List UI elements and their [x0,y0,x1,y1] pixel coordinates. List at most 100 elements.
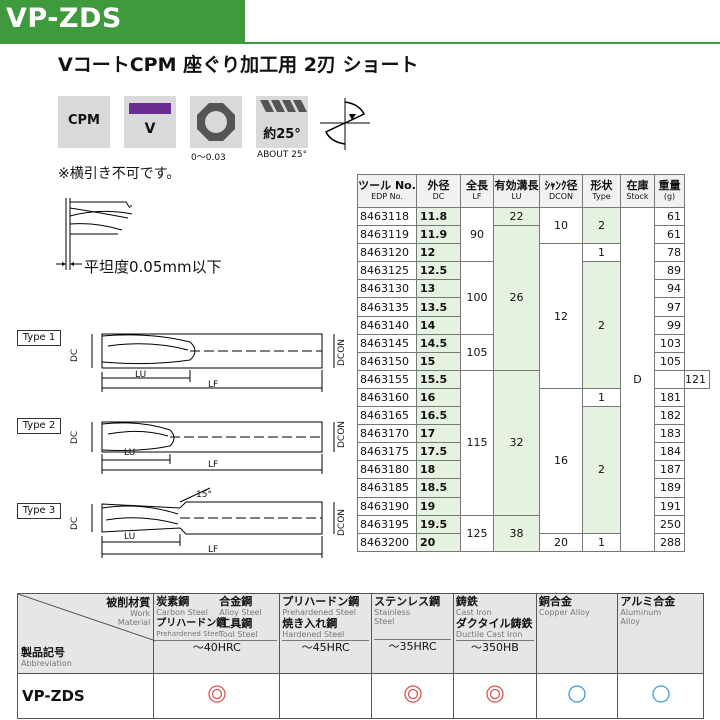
flatness-detail-drawing [56,198,133,270]
double-circle-icon [403,685,422,703]
material-name: プリハードン鋼 [156,618,227,629]
cpm-icon: CPM [58,96,110,148]
type-cell: 1 [582,387,621,408]
corner-caption: 0～0.03 [191,153,226,163]
material-name-en: Alloy [620,617,640,626]
type3-dc-label: DC [70,516,80,530]
type-cell-empty [654,369,685,389]
angle-caption: ABOUT 25° [257,150,308,160]
product-code-label: 製品記号 [21,646,65,659]
type-drawings [91,333,335,558]
material-header-row: 被削材質 Work Material 製品記号 Abbreviation 炭素鋼… [16,593,704,674]
material-name: ステンレス鋼 [374,595,441,608]
edp-cell: 8463190 [357,496,417,516]
weight-cell: 105 [654,351,685,371]
type-cell: 2 [582,406,621,534]
weight-cell: 187 [654,460,685,480]
type-cell: 1 [582,243,621,263]
product-row: VP-ZDS [16,673,704,719]
rating-copper [535,673,619,719]
type1-dcon-label: DCON [337,338,347,366]
product-code-title: VP-ZDS [6,3,122,34]
edp-cell: 8463165 [357,406,417,426]
weight-cell: 121 [684,369,710,389]
rating-aluminum [617,673,704,719]
type1-lf-label: LF [208,380,219,390]
material-stainless: ステンレス鋼 Stainless Steel ～35HRC [371,593,454,674]
dcon-cell: 20 [539,532,583,552]
dc-cell: 13 [416,279,461,299]
header-weight: 重量(g) [654,174,685,208]
table-row: 8463160 16 16 1 181 [357,387,710,534]
material-name-en: Aluminum [620,608,662,617]
dc-cell: 17 [416,424,461,444]
material-name-en: Steel [374,617,395,626]
edp-cell: 8463160 [357,387,417,408]
weight-cell: 182 [654,406,685,426]
stock-cell: D [620,207,655,552]
edp-cell: 8463125 [357,261,417,281]
material-name: ダクタイル鋳鉄 [455,617,533,630]
table-row: 8463175 17.5 184 [357,442,710,462]
material-name: アルミ合金 [620,595,676,608]
edp-cell: 8463180 [357,460,417,480]
edp-cell: 8463195 [357,514,417,534]
material-copper: 銅合金 Copper Alloy [535,593,619,674]
hardness-range: ～35HRC [374,639,451,653]
table-row: 8463170 17 183 [357,424,710,444]
edp-cell: 8463150 [357,351,417,371]
dc-cell: 20 [416,532,461,552]
rating-prehardened [279,673,373,719]
material-name: 鋳鉄 [455,595,478,608]
material-name: 合金鋼 [219,595,253,608]
weight-cell: 184 [654,442,685,462]
dc-cell: 11.9 [416,225,461,245]
table-row: 8463180 18 187 [357,460,710,480]
weight-cell: 61 [654,225,685,245]
table-row: 8463118 11.8 90 22 10 2 D 61 [357,206,710,552]
edp-cell: 8463120 [357,243,417,263]
hardness-range: ～40HRC [156,640,278,654]
weight-cell: 97 [654,297,685,317]
edp-cell: 8463145 [357,333,417,353]
type2-lu-label: LU [124,448,136,458]
material-name-en: Alloy Steel [219,608,262,617]
v-coat-label: V [144,121,156,137]
type3-lf-label: LF [208,545,219,555]
dc-cell: 16.5 [416,406,461,426]
material-name: 焼き入れ鋼 [282,617,338,630]
edp-cell: 8463170 [357,424,417,444]
dcon-cell: 12 [539,243,583,389]
material-name-en: Stainless [374,608,410,617]
weight-cell: 99 [654,315,685,335]
work-material-en-2: Material [117,618,151,627]
dc-cell: 12 [416,243,461,263]
hardness-range: ～45HRC [282,640,370,654]
type1-dc-label: DC [70,348,80,362]
double-circle-icon [208,685,226,703]
header-underline [0,42,720,44]
table-row: 8463120 12 12 1 78 [357,243,710,389]
material-name-en: Prehardened Steel [282,608,357,617]
dc-cell: 19.5 [416,514,461,534]
weight-cell: 103 [654,333,685,353]
circle-icon [568,685,586,703]
weight-cell: 189 [654,478,685,498]
corner-cell: 被削材質 Work Material 製品記号 Abbreviation [16,593,156,674]
type2-lf-label: LF [208,460,219,470]
edp-cell: 8463118 [357,206,417,227]
type2-dcon-label: DCON [337,420,347,448]
lf-cell: 105 [460,333,494,371]
material-prehardened: プリハードン鋼 Prehardened Steel 焼き入れ鋼 Hardened… [279,593,373,674]
material-name-en: Prehardened Steel [156,630,221,638]
table-row: 8463200 20 20 1 288 [357,532,710,552]
rating-stainless [371,673,454,719]
table-row: 8463155 15.5 115 32 121 [357,369,710,516]
lf-cell: 90 [460,206,494,263]
weight-cell: 191 [654,496,685,516]
double-circle-icon [486,685,504,703]
flatness-spec: 平坦度0.05mm以下 [84,258,222,276]
weight-cell: 250 [654,514,685,534]
